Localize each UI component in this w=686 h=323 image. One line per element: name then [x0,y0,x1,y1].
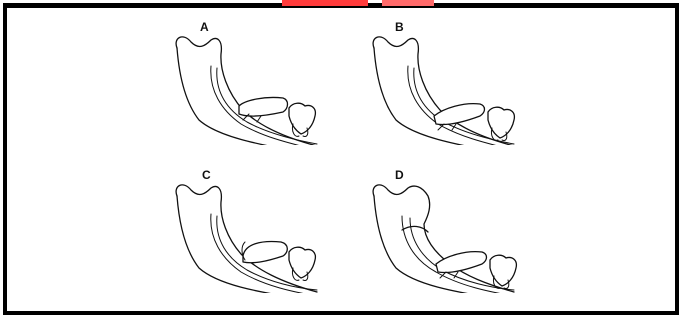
mandible-illustration-d [362,168,532,293]
panel-a: A [165,20,335,145]
third-molar [239,97,288,116]
panel-c: C [165,168,335,293]
third-molar [243,242,287,263]
accent-stripe-left [282,0,368,6]
third-molar [436,252,487,273]
panel-b: B [362,20,532,145]
accent-stripe-right [382,0,434,6]
mandible-illustration-b [362,20,532,145]
panel-d: D [362,168,532,293]
mandible-illustration-c [165,168,335,293]
mandible-illustration-a [165,20,335,145]
mandible-lower-border [374,196,514,293]
third-molar [434,104,485,125]
ramus-outline [176,185,317,292]
figure-frame [3,3,679,315]
mandible-lower-border [177,196,317,293]
